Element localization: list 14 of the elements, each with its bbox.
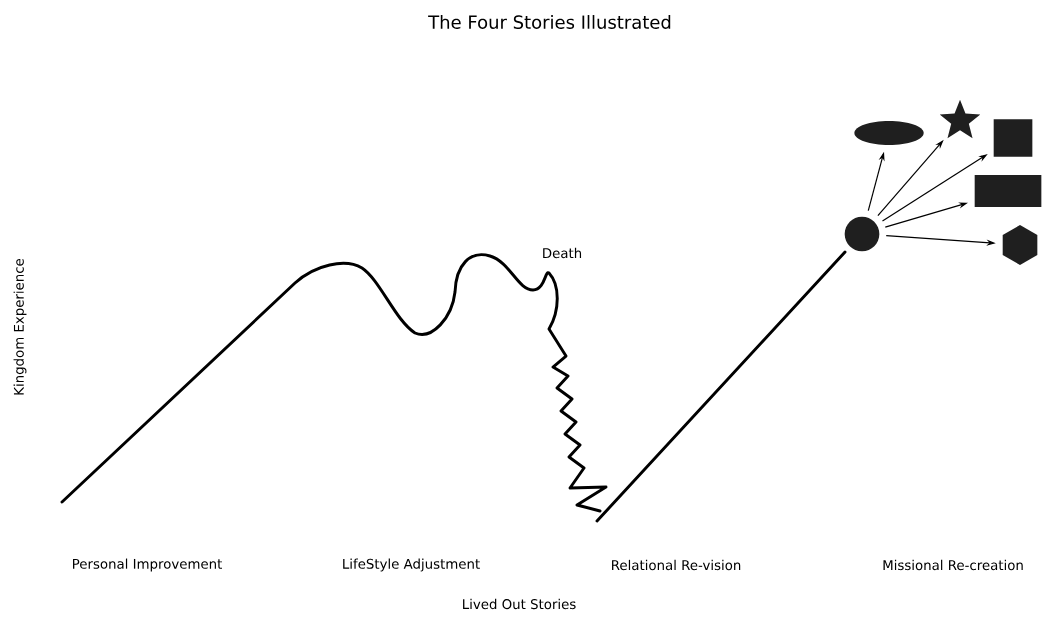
- hexagon: [1002, 225, 1038, 265]
- axis-title: Lived Out Stories: [463, 598, 576, 610]
- axis-title: Kingdom Experience: [13, 258, 27, 395]
- stage-label: LifeStyle Adjustment: [343, 558, 480, 572]
- stage-label: Personal Improvement: [73, 558, 222, 572]
- rectangle: [974, 175, 1042, 207]
- ellipse: [854, 121, 924, 145]
- stage-label: Relational Re-vision: [612, 559, 741, 571]
- title: The Four Stories Illustrated: [428, 15, 671, 29]
- circle: [844, 216, 880, 252]
- death-label: Death: [543, 247, 582, 259]
- square: [993, 119, 1033, 157]
- stage-label: Missional Re-creation: [883, 559, 1023, 571]
- star: [939, 99, 981, 139]
